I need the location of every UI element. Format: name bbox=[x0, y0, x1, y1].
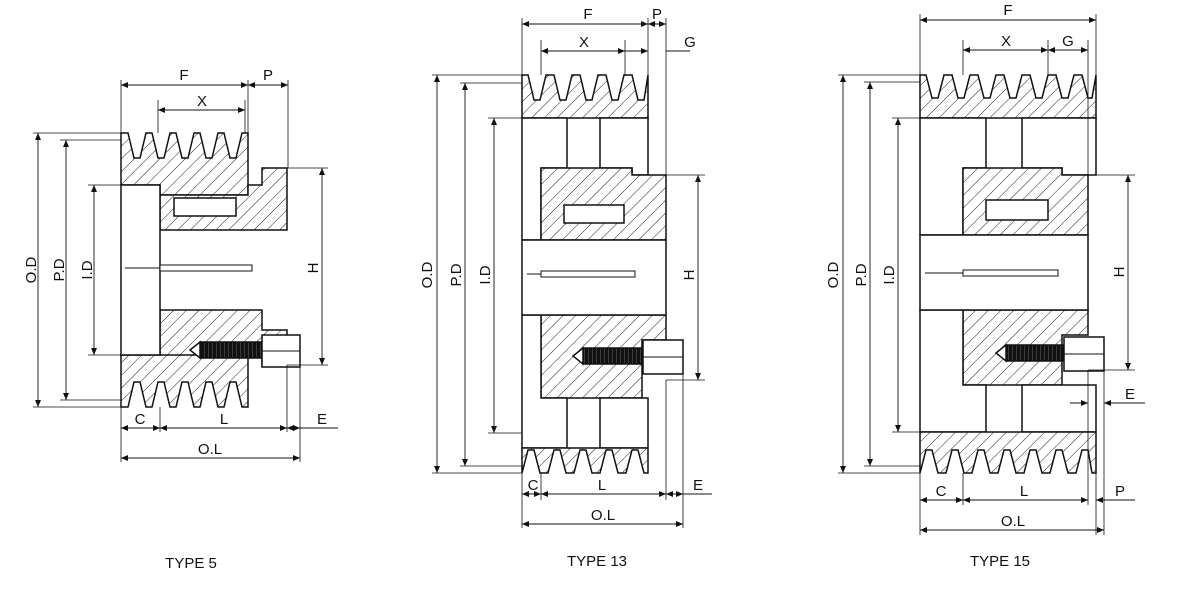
face-plate bbox=[120, 184, 161, 356]
label-ol: O.L bbox=[198, 441, 222, 458]
key bbox=[985, 199, 1049, 221]
label-h: H bbox=[1111, 267, 1128, 278]
bolt-thread bbox=[199, 341, 263, 359]
label-pd: P.D bbox=[448, 263, 465, 286]
bolt-tip bbox=[994, 343, 1007, 363]
web-bottom-right bbox=[1021, 384, 1097, 433]
label-p: P bbox=[1115, 483, 1125, 500]
label-p: P bbox=[263, 67, 273, 84]
label-e: E bbox=[1125, 386, 1135, 403]
label-x: X bbox=[579, 34, 589, 51]
rim-top-section bbox=[919, 74, 1097, 119]
rim-top-section bbox=[521, 74, 649, 119]
label-ol: O.L bbox=[1001, 513, 1025, 530]
caption-type-15: TYPE 15 bbox=[970, 553, 1030, 570]
label-f: F bbox=[583, 6, 592, 23]
caption-type-13: TYPE 13 bbox=[567, 553, 627, 570]
label-c: C bbox=[936, 483, 947, 500]
label-l: L bbox=[1020, 483, 1028, 500]
label-c: C bbox=[528, 477, 539, 494]
label-od: O.D bbox=[419, 262, 436, 289]
label-x: X bbox=[197, 93, 207, 110]
label-f: F bbox=[1003, 2, 1012, 19]
rim-top-section bbox=[120, 132, 249, 196]
web-bottom-right bbox=[599, 397, 649, 449]
label-od: O.D bbox=[825, 262, 842, 289]
keyway bbox=[962, 269, 1059, 277]
web-top-right bbox=[1021, 117, 1097, 176]
label-f: F bbox=[179, 67, 188, 84]
label-c: C bbox=[135, 411, 146, 428]
key bbox=[563, 204, 625, 224]
diagram-type-5 bbox=[33, 80, 338, 462]
label-id: I.D bbox=[79, 260, 96, 279]
keyway bbox=[540, 270, 636, 278]
label-e: E bbox=[317, 411, 327, 428]
bolt-thread bbox=[582, 347, 644, 365]
label-pd: P.D bbox=[51, 258, 68, 281]
caption-type-5: TYPE 5 bbox=[165, 555, 217, 572]
bolt-tip bbox=[188, 340, 201, 360]
diagram-type-15 bbox=[838, 14, 1145, 535]
rim-bottom-section bbox=[919, 431, 1097, 474]
type-15-labels: O.D P.D I.D H F X G E C L P O.L TYPE 15 bbox=[825, 2, 1135, 570]
type-5-labels: O.D P.D I.D H F P X C L E O.L TYPE 5 bbox=[23, 67, 327, 572]
label-id: I.D bbox=[477, 265, 494, 284]
bolt-tip bbox=[571, 346, 584, 366]
label-h: H bbox=[305, 263, 322, 274]
label-e: E bbox=[693, 477, 703, 494]
label-od: O.D bbox=[23, 257, 40, 284]
label-g: G bbox=[1062, 33, 1074, 50]
key bbox=[173, 197, 237, 217]
rim-bottom-section bbox=[120, 344, 249, 408]
label-x: X bbox=[1001, 33, 1011, 50]
web-top-right bbox=[599, 117, 649, 176]
label-p: P bbox=[652, 6, 662, 23]
hub-upper-section bbox=[540, 167, 667, 241]
keyway bbox=[159, 264, 253, 272]
label-g: G bbox=[684, 34, 696, 51]
bolt-thread bbox=[1005, 344, 1065, 362]
label-pd: P.D bbox=[853, 263, 870, 286]
diagram-type-13 bbox=[432, 18, 712, 528]
rim-bottom-section bbox=[521, 447, 649, 474]
type-13-labels: O.D P.D I.D H F P X G C L E O.L TYPE 13 bbox=[419, 6, 703, 570]
label-l: L bbox=[598, 477, 606, 494]
label-ol: O.L bbox=[591, 507, 615, 524]
label-l: L bbox=[220, 411, 228, 428]
label-h: H bbox=[681, 270, 698, 281]
label-id: I.D bbox=[881, 265, 898, 284]
